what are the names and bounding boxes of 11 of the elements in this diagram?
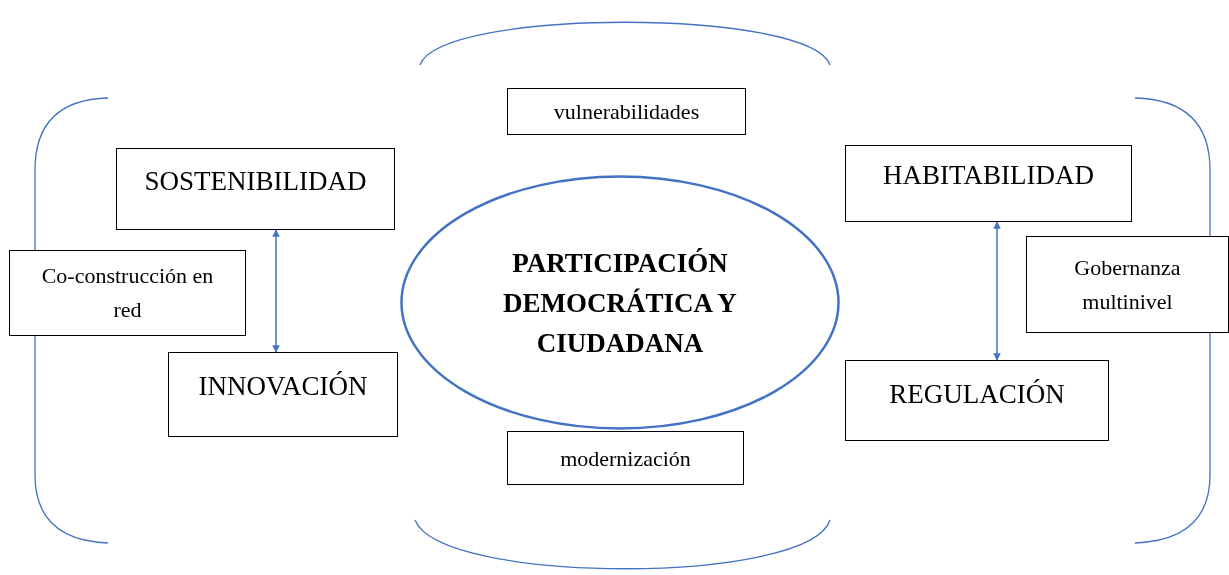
double-arrow	[993, 221, 1001, 361]
text-box: HABITABILIDAD	[845, 145, 1132, 222]
text-box: modernización	[507, 431, 744, 485]
text-box: vulnerabilidades	[507, 88, 746, 135]
text-box: Gobernanza multinivel	[1026, 236, 1229, 333]
double-arrow	[272, 229, 280, 353]
text-box: Co-construcción en red	[9, 250, 246, 336]
text-box: SOSTENIBILIDAD	[116, 148, 395, 230]
text-box: REGULACIÓN	[845, 360, 1109, 441]
text-box: INNOVACIÓN	[168, 352, 398, 437]
ellipse-node: PARTICIPACIÓN DEMOCRÁTICA Y CIUDADANA	[400, 175, 840, 430]
